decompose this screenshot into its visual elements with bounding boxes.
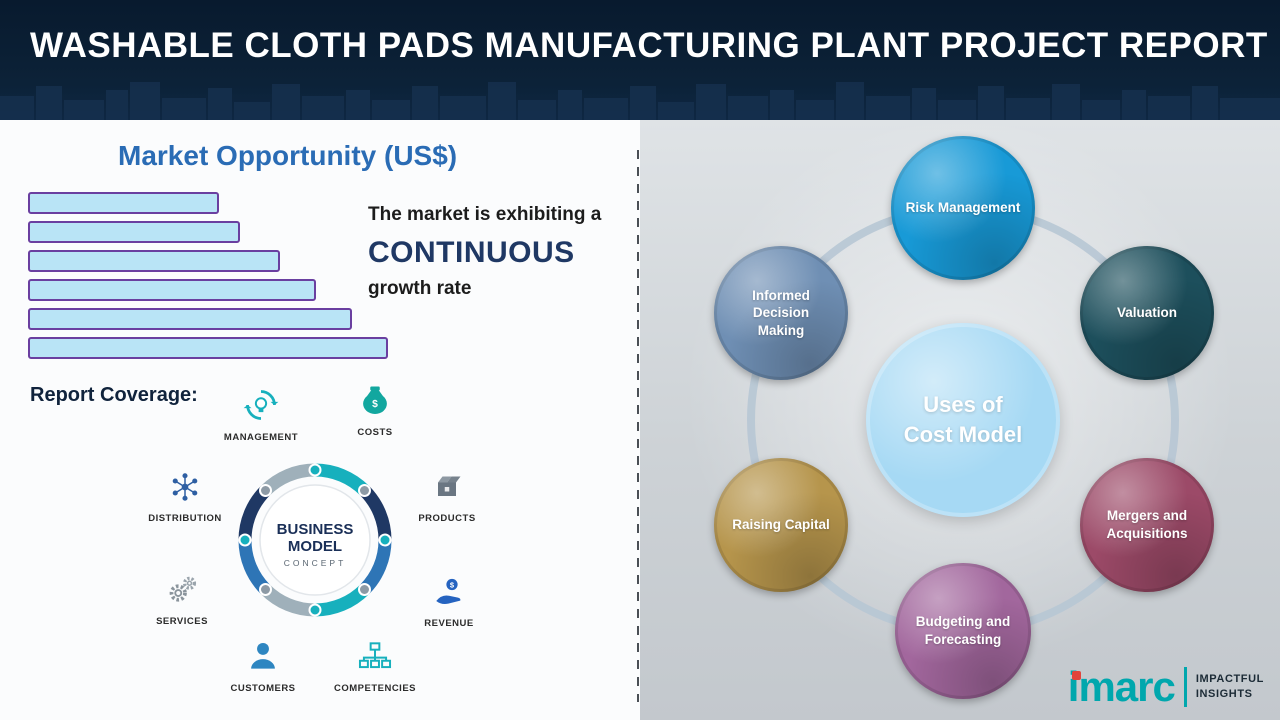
products-icon <box>429 469 465 510</box>
bm-item-distribution: DISTRIBUTION <box>133 469 237 524</box>
node-label: Valuation <box>1116 305 1177 321</box>
business-model-center-line3: CONCEPT <box>284 558 347 568</box>
competencies-icon <box>356 637 394 680</box>
business-model-center-line2: MODEL <box>288 538 342 555</box>
imarc-logo-wordmark: imarc <box>1067 663 1176 710</box>
market-bar <box>28 250 280 272</box>
customers-icon <box>244 637 282 680</box>
market-growth-text: The market is exhibiting a CONTINUOUS gr… <box>368 204 630 300</box>
node-label: Raising Capital <box>732 517 830 533</box>
dashed-divider <box>637 150 639 702</box>
market-opportunity-heading: Market Opportunity (US$) <box>118 140 458 171</box>
market-bar-chart <box>28 192 388 359</box>
imarc-logo-dot <box>1071 671 1081 680</box>
revenue-icon: $ <box>431 574 467 615</box>
svg-text:$: $ <box>450 581 455 590</box>
bm-item-label: REVENUE <box>424 618 474 629</box>
node-mergers-acquisitions: Mergers and Acquisitions <box>1080 458 1214 592</box>
market-text-line3: growth rate <box>368 278 472 299</box>
bm-item-services: SERVICES <box>130 572 234 627</box>
market-bar <box>28 279 316 301</box>
left-panel: Market Opportunity (US$) The market is e… <box>0 120 640 720</box>
bm-item-label: SERVICES <box>156 616 208 627</box>
center-node-line1: Uses of <box>923 392 1003 418</box>
node-budgeting-forecasting: Budgeting and Forecasting <box>895 563 1031 699</box>
bm-item-label: DISTRIBUTION <box>148 513 222 524</box>
imarc-logo: imarc IMPACTFUL INSIGHTS <box>1068 666 1264 708</box>
node-label: Budgeting and Forecasting <box>915 614 1011 647</box>
node-risk-management: Risk Management <box>891 136 1035 280</box>
imarc-logo-text: imarc <box>1067 663 1176 710</box>
report-coverage-label: Report Coverage: <box>30 384 198 406</box>
bm-item-label: COMPETENCIES <box>333 683 416 694</box>
costs-icon: $ <box>356 381 394 424</box>
bm-item-label: CUSTOMERS <box>230 683 296 694</box>
bm-item-competencies: COMPETENCIES <box>323 637 427 694</box>
header-banner: WASHABLE CLOTH PADS MANUFACTURING PLANT … <box>0 0 1280 120</box>
right-panel: Risk Management Valuation Mergers and Ac… <box>640 120 1280 720</box>
city-skyline-graphic <box>0 82 1280 120</box>
bm-item-revenue: $ REVENUE <box>397 574 501 629</box>
bm-item-customers: CUSTOMERS <box>211 637 315 694</box>
page-title: WASHABLE CLOTH PADS MANUFACTURING PLANT … <box>30 26 1268 65</box>
market-bar <box>28 221 241 243</box>
market-text-line1: The market is exhibiting a <box>368 204 602 225</box>
node-label: Mergers and Acquisitions <box>1106 508 1188 541</box>
center-node: Uses of Cost Model <box>866 323 1060 517</box>
market-bar <box>28 337 388 359</box>
bm-item-label: COSTS <box>357 427 393 438</box>
bm-item-costs: $ COSTS <box>323 381 427 438</box>
imarc-logo-separator <box>1183 667 1187 707</box>
imarc-logo-tagline: IMPACTFUL INSIGHTS <box>1196 672 1264 702</box>
node-informed-decision-making: Informed Decision Making <box>714 246 848 380</box>
business-model-center-line1: BUSINESS <box>277 521 354 538</box>
node-valuation: Valuation <box>1080 246 1214 380</box>
bm-item-management: MANAGEMENT <box>209 386 313 443</box>
services-icon <box>164 572 200 613</box>
node-label: Risk Management <box>905 200 1021 216</box>
svg-text:$: $ <box>372 399 378 410</box>
bm-item-label: PRODUCTS <box>418 513 476 524</box>
node-label: Informed Decision Making <box>752 287 810 338</box>
center-node-line2: Cost Model <box>903 422 1023 447</box>
business-model-ring: BUSINESS MODEL CONCEPT <box>238 463 392 617</box>
imarc-tagline-line1: IMPACTFUL <box>1195 673 1264 686</box>
bm-item-products: PRODUCTS <box>395 469 499 524</box>
distribution-icon <box>167 469 203 510</box>
imarc-tagline-line2: INSIGHTS <box>1195 688 1253 700</box>
bm-item-label: MANAGEMENT <box>223 432 299 443</box>
market-bar <box>28 308 352 330</box>
market-bar <box>28 192 219 214</box>
management-icon <box>242 386 280 429</box>
market-text-emphasis: CONTINUOUS <box>368 236 575 269</box>
node-raising-capital: Raising Capital <box>714 458 848 592</box>
